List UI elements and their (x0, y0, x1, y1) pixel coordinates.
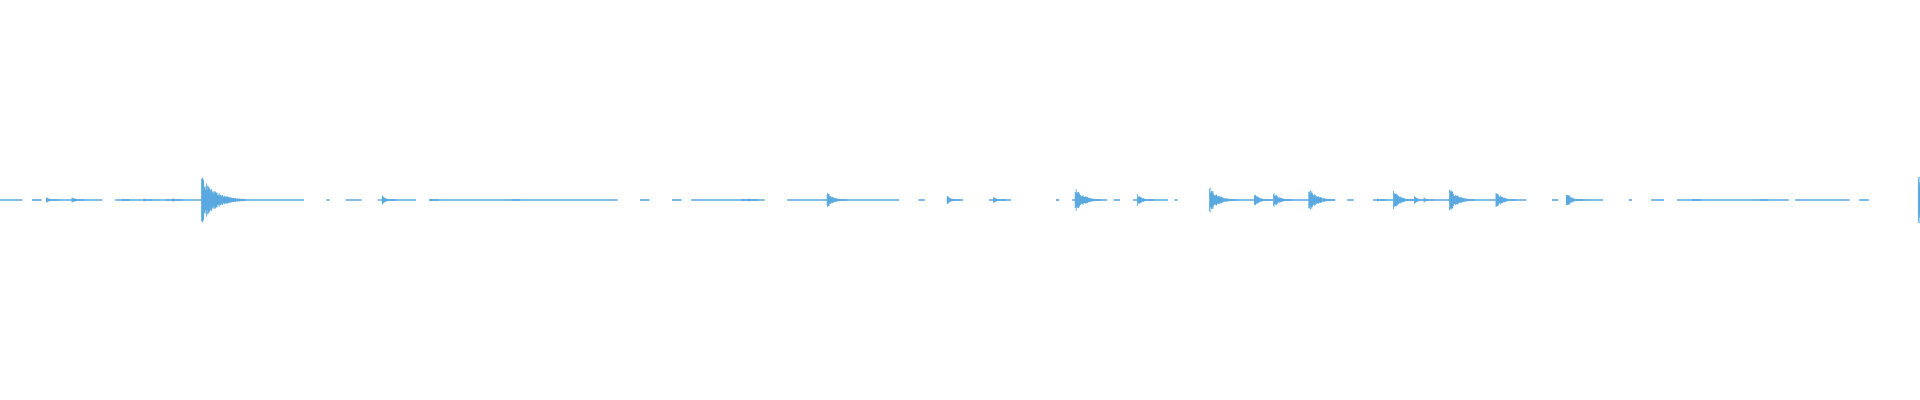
waveform-burst (1273, 193, 1293, 207)
waveform-burst (946, 196, 961, 204)
waveform-burst (511, 199, 520, 201)
waveform-burst (1565, 194, 1585, 206)
waveform-burst (201, 177, 247, 223)
waveform-burst (748, 198, 758, 202)
waveform-burst (1495, 193, 1517, 207)
waveform-burst (1759, 199, 1768, 201)
waveform-burst (1209, 187, 1237, 213)
waveform-burst (71, 197, 84, 203)
waveform-burst (1413, 196, 1427, 204)
waveform-burst (1423, 197, 1435, 203)
waveform-burst (429, 198, 439, 202)
waveform-burst (1137, 194, 1154, 206)
waveform-burst (1449, 189, 1476, 211)
waveform-burst (1393, 190, 1416, 210)
waveform-burst (1253, 194, 1271, 206)
waveform-burst (121, 198, 130, 202)
waveform-burst (1308, 190, 1336, 210)
waveform-burst (381, 195, 396, 205)
waveform-burst (993, 197, 1006, 203)
waveform-burst (143, 198, 153, 202)
waveform-burst (1074, 189, 1102, 211)
waveform-burst (826, 192, 847, 208)
waveform-burst (1377, 198, 1387, 202)
waveform-burst (45, 197, 58, 203)
waveform-burst (1692, 198, 1702, 202)
waveform-burst (172, 198, 182, 202)
